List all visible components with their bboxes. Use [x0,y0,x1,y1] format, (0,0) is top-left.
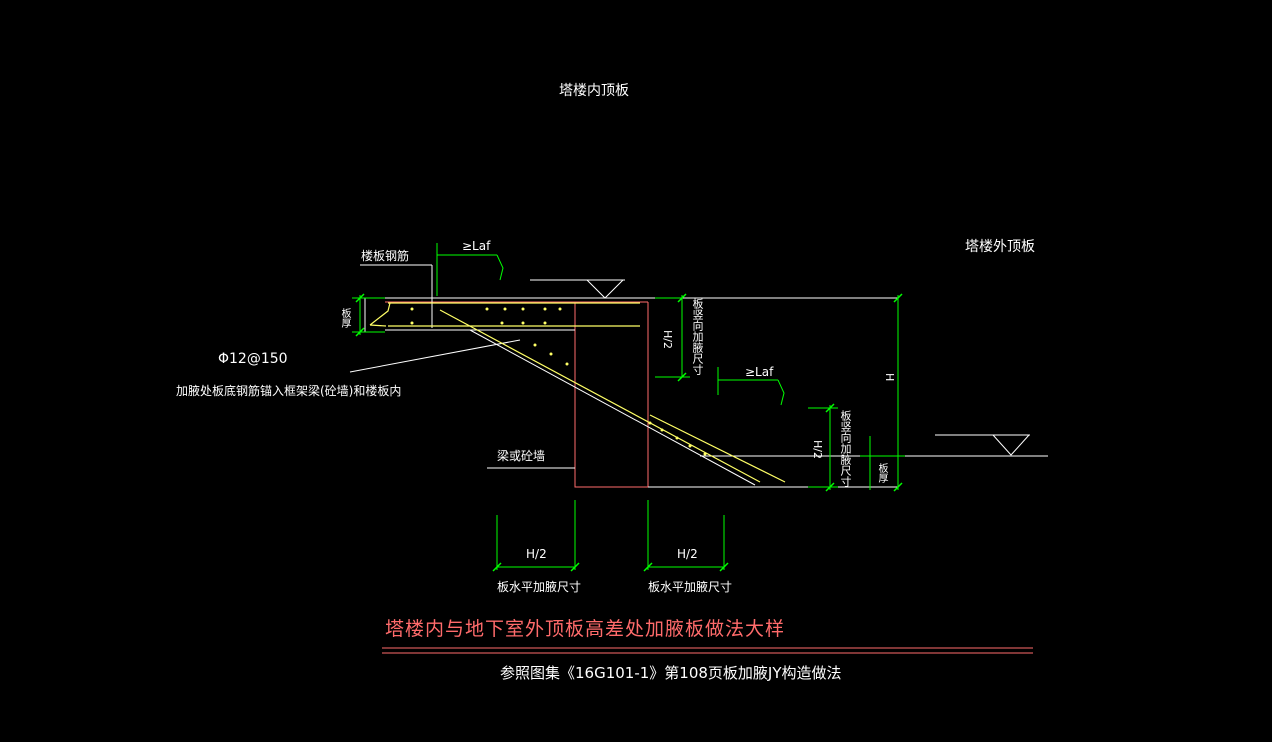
label-rebar-spec: Φ12@150 [218,351,288,367]
label-tower-outer-roof: 塔楼外顶板 [965,239,1035,255]
label-vert-haunch-upper: 板竖向加腋尺寸 [691,298,704,375]
drawing-subtitle: 参照图集《16G101-1》第108页板加腋JY构造做法 [500,664,842,682]
drawing-title: 塔楼内与地下室外顶板高差处加腋板做法大样 [385,618,786,640]
slab-outline [349,264,1048,488]
label-dim-right: H/2 [677,547,698,561]
rebar-lines [369,302,786,483]
label-slab-rebar: 楼板钢筋 [361,249,410,263]
dimension-lines [352,243,905,570]
level-markers [586,279,1030,456]
label-haunch-note: 加腋处板底钢筋锚入框架梁(砼墙)和楼板内 [176,384,402,398]
label-h-half-upper: H/2 [661,330,674,349]
label-vert-haunch-lower: 板竖向加腋尺寸 [839,410,852,487]
label-horiz-haunch-left: 板水平加腋尺寸 [497,580,582,594]
rebar-dots [410,307,707,456]
label-horiz-haunch-right: 板水平加腋尺寸 [648,580,733,594]
label-dim-left: H/2 [526,547,547,561]
title-underline [382,647,1033,654]
label-h-half-lower: H/2 [811,440,824,459]
dimension-ticks [355,293,903,572]
label-lap-mid: ≥Laf [745,365,774,379]
label-slab-thickness: 板厚 [339,308,350,328]
label-h-total: H [883,373,896,382]
label-lap-top: ≥Laf [462,239,491,253]
label-slab-thickness-right: 板厚 [876,463,887,483]
concrete-outline [385,301,649,488]
label-beam-or-wall: 梁或砼墙 [497,449,546,463]
label-tower-inner-roof: 塔楼内顶板 [559,83,629,99]
